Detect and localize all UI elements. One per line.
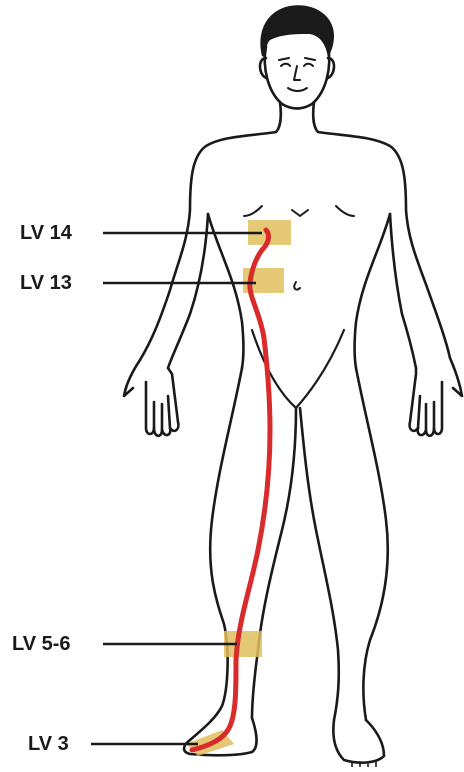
hair [260,5,334,58]
head [260,46,334,132]
liver-meridian-line [192,230,270,750]
legs [184,368,388,767]
lv13-label: LV 13 [20,273,72,293]
lv56-label: LV 5-6 [12,634,71,654]
lv3-label: LV 3 [28,734,69,754]
lv14-label: LV 14 [20,223,72,243]
